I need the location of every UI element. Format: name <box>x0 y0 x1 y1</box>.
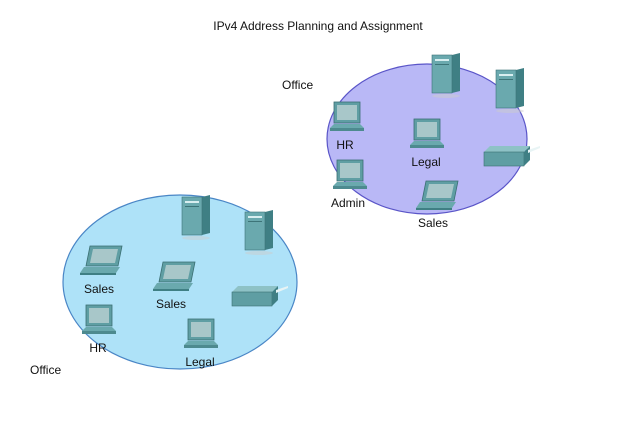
device-label: Legal <box>185 355 215 369</box>
server-icon[interactable] <box>180 195 214 241</box>
device-label: Legal <box>411 155 441 169</box>
laptop-icon[interactable] <box>416 180 462 212</box>
printer-icon[interactable] <box>483 144 542 170</box>
desktop-icon[interactable] <box>410 118 446 152</box>
desktop-icon[interactable] <box>333 159 369 193</box>
device-label: Admin <box>330 196 366 210</box>
device-label: Sales <box>417 216 449 230</box>
device-label: HR <box>89 341 107 355</box>
desktop-icon[interactable] <box>184 318 220 352</box>
device-label: HR <box>336 138 354 152</box>
device-label: Sales <box>155 297 187 311</box>
laptop-icon[interactable] <box>153 261 199 293</box>
device-label: Sales <box>83 282 115 296</box>
laptop-icon[interactable] <box>80 245 126 277</box>
desktop-icon[interactable] <box>82 304 118 338</box>
diagram-title: IPv4 Address Planning and Assignment <box>213 19 423 33</box>
office-b-label: Office <box>30 363 62 377</box>
server-icon[interactable] <box>430 53 464 99</box>
office-a-label: Office <box>282 78 314 92</box>
server-icon[interactable] <box>494 68 528 114</box>
printer-icon[interactable] <box>231 284 290 310</box>
desktop-icon[interactable] <box>330 101 366 135</box>
server-icon[interactable] <box>243 210 277 256</box>
